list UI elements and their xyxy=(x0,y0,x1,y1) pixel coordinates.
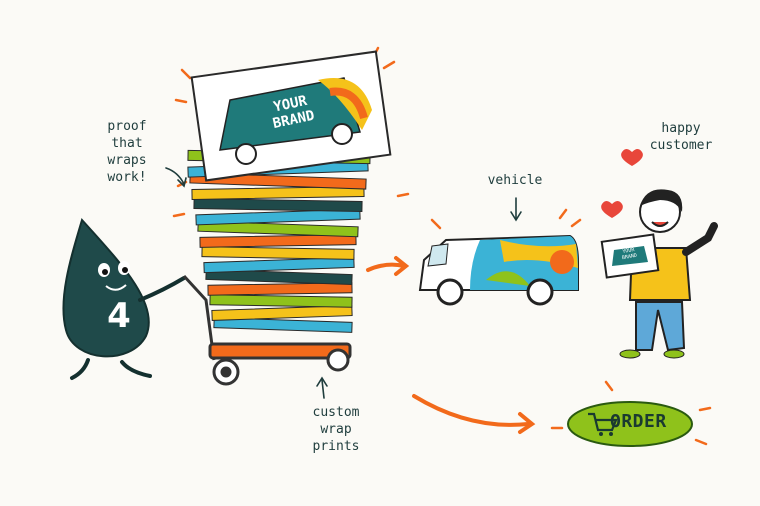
label-proof: proof that wraps work! xyxy=(107,119,147,185)
pointer-arrows xyxy=(165,167,522,399)
mascot-drop xyxy=(62,218,186,380)
label-vehicle: vehicle xyxy=(487,173,543,188)
print-stack xyxy=(187,149,371,333)
hand-truck xyxy=(182,274,352,386)
happy-customer xyxy=(600,149,718,359)
label-custom-prints: custom wrap prints xyxy=(312,405,360,454)
label-happy-customer: happy customer xyxy=(649,121,713,153)
top-print-card xyxy=(190,50,392,182)
mascot-number: 4 xyxy=(107,296,131,336)
order-pill xyxy=(567,401,693,447)
order-button[interactable] xyxy=(568,400,692,448)
wrapped-van xyxy=(418,234,579,306)
arrows xyxy=(366,256,536,434)
